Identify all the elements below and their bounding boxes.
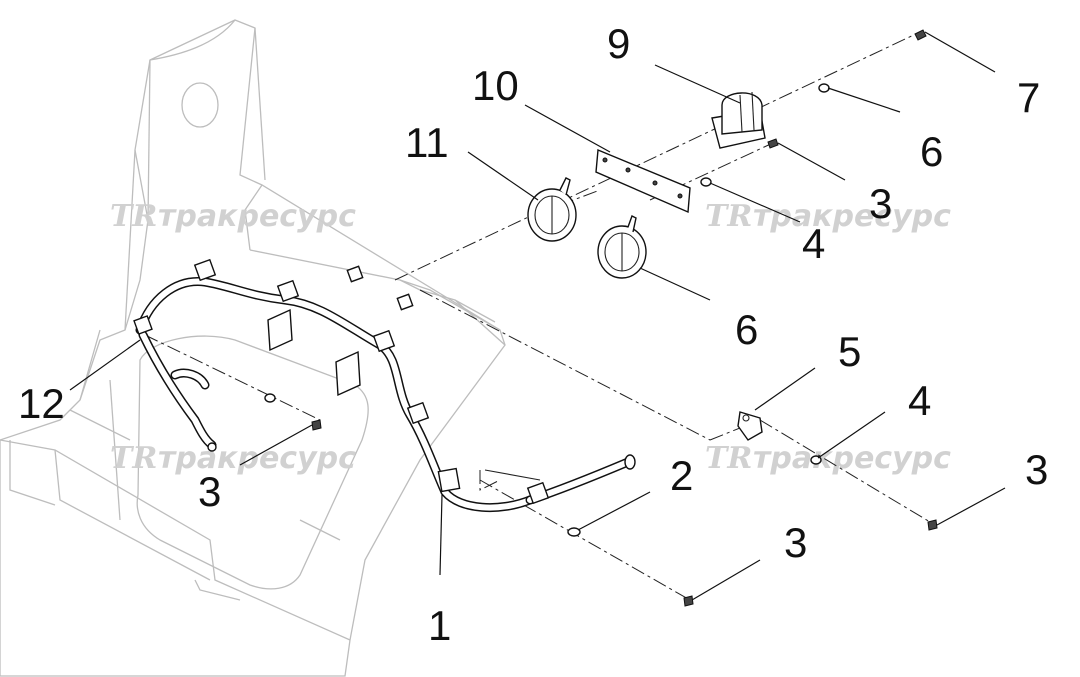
label-part-3: 3 <box>1025 446 1048 493</box>
watermark-logo: TR <box>705 441 752 476</box>
leader-lines <box>69 31 1006 601</box>
label-part-4: 4 <box>802 220 825 267</box>
horn-bracket <box>595 148 691 214</box>
part-labels: 7 6 3 4 6 5 4 3 2 3 1 3 12 11 10 9 <box>18 20 1048 649</box>
label-part-5: 5 <box>838 328 861 375</box>
label-part-3: 3 <box>869 180 892 227</box>
label-part-1: 1 <box>428 602 451 649</box>
label-part-7: 6 <box>920 128 943 175</box>
watermark: TR тракресурс TR тракресурс TR тракресур… <box>110 199 951 476</box>
watermark-logo: TR <box>705 199 752 234</box>
watermark-text: тракресурс <box>158 441 356 476</box>
label-part-11: 11 <box>405 119 449 166</box>
horn-left <box>527 177 577 242</box>
watermark-text: тракресурс <box>753 441 951 476</box>
watermark-text: тракресурс <box>753 199 951 234</box>
relay-housing <box>711 91 766 149</box>
watermark-logo: TR <box>110 441 157 476</box>
wiring-harness <box>133 258 636 513</box>
label-part-6: 6 <box>735 306 758 353</box>
machine-frame-outline <box>0 19 506 677</box>
assembly-centerlines <box>144 31 936 601</box>
label-part-12: 12 <box>18 380 65 427</box>
horn-right <box>597 215 647 279</box>
label-part-9: 9 <box>607 20 630 67</box>
label-part-4: 4 <box>908 377 931 424</box>
label-part-3: 3 <box>784 519 807 566</box>
label-part-8: 7 <box>1017 74 1040 121</box>
label-part-3: 3 <box>198 468 221 515</box>
watermark-text: тракресурс <box>158 199 356 234</box>
label-part-10: 10 <box>472 62 519 109</box>
label-part-2: 2 <box>670 452 693 499</box>
watermark-logo: TR <box>110 199 157 234</box>
